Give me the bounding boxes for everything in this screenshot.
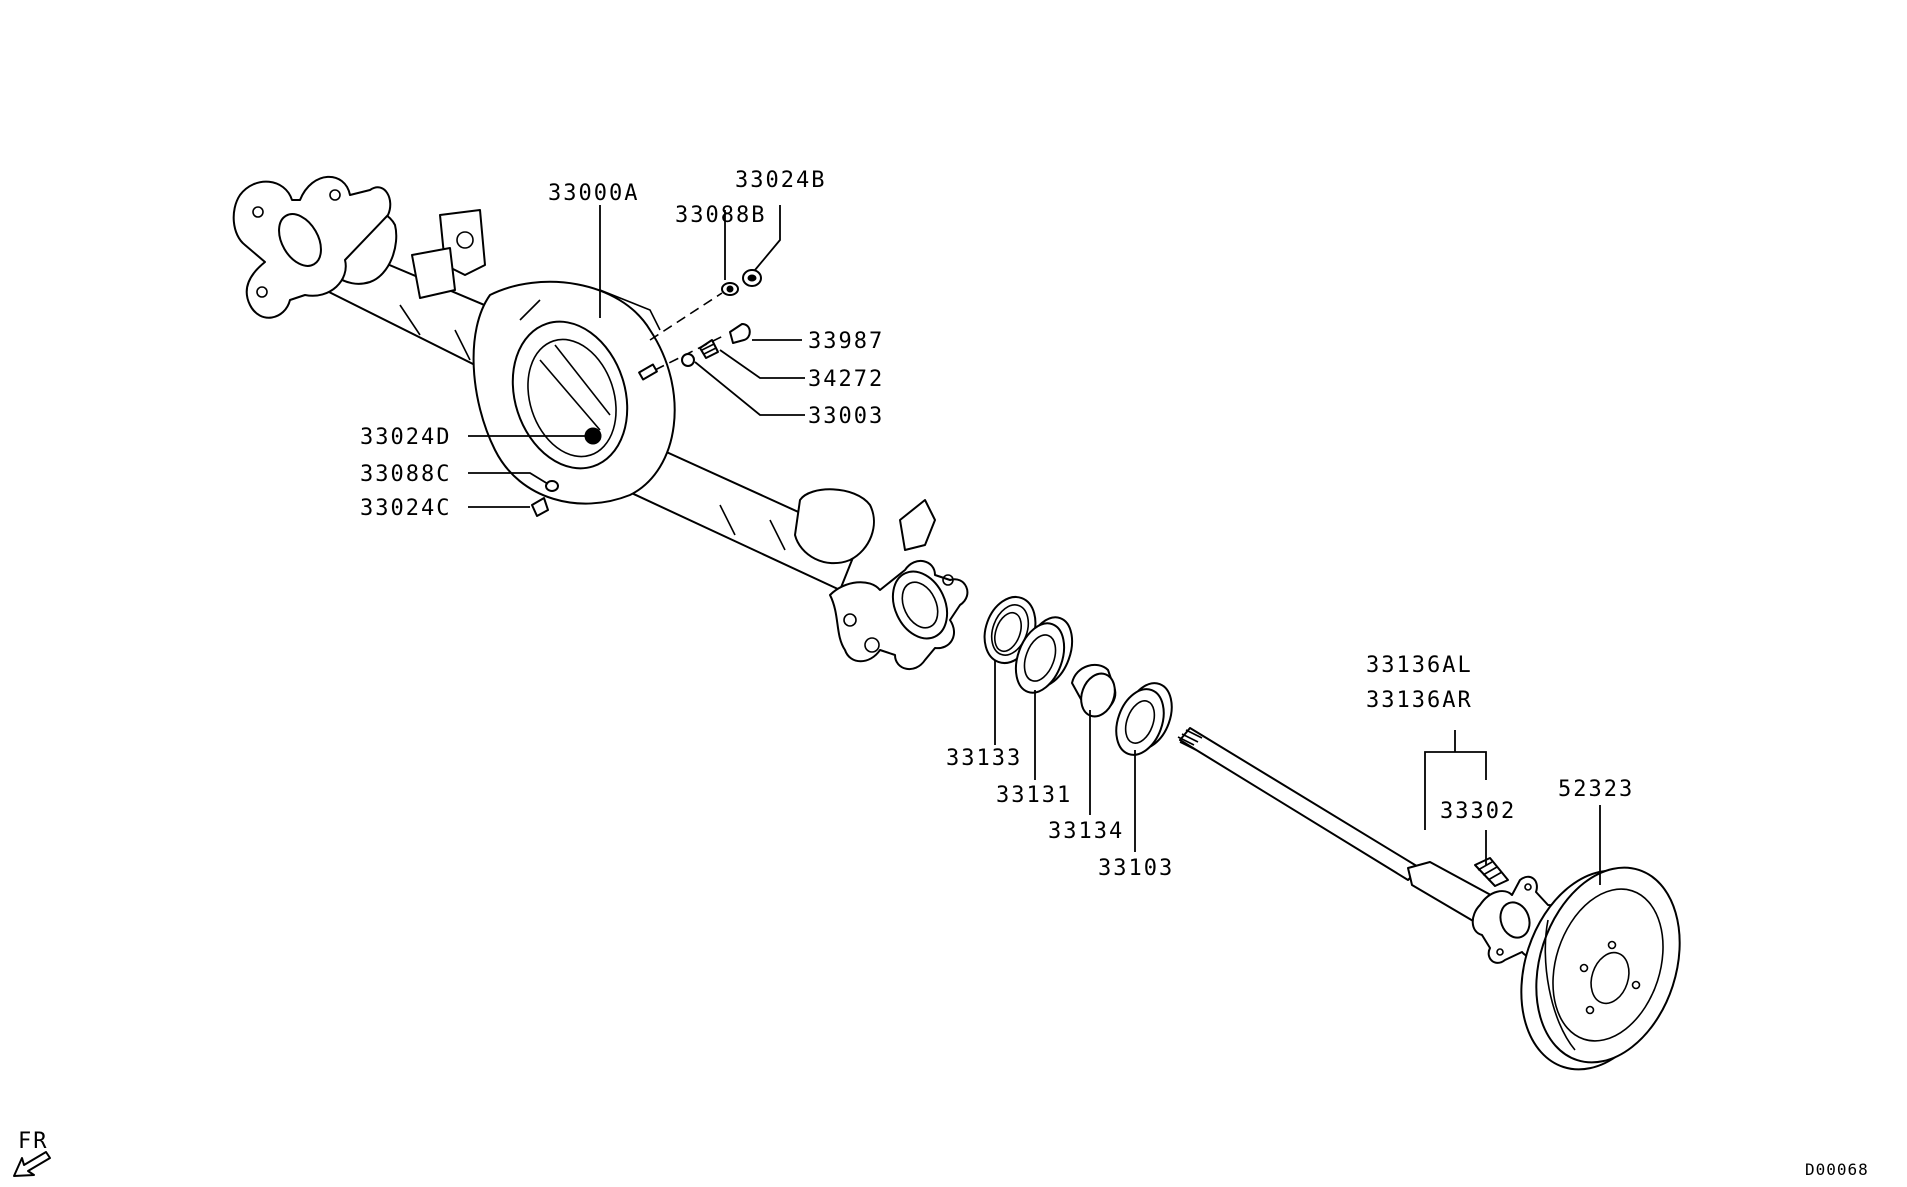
label-33133: 33133 [946, 746, 1022, 771]
front-arrow-icon [13, 1151, 51, 1177]
label-33088C: 33088C [360, 462, 451, 487]
label-33134: 33134 [1048, 819, 1124, 844]
drain-plug-parts [531, 427, 602, 517]
diagram-id: D00068 [1805, 1160, 1869, 1179]
label-33136AL: 33136AL [1366, 653, 1473, 678]
breather-parts [638, 269, 762, 381]
label-34272: 34272 [808, 367, 884, 392]
label-33131: 33131 [996, 783, 1072, 808]
label-33987: 33987 [808, 329, 884, 354]
brake-drum [1520, 866, 1681, 1071]
axle-housing [232, 175, 969, 670]
label-52323: 52323 [1558, 777, 1634, 802]
label-33088B: 33088B [675, 203, 766, 228]
front-direction-marker: FR [13, 1129, 51, 1177]
label-33302: 33302 [1440, 799, 1516, 824]
label-33024B: 33024B [735, 168, 826, 193]
label-33003: 33003 [808, 404, 884, 429]
axle-shaft [1177, 727, 1560, 964]
label-33000A: 33000A [548, 181, 639, 206]
oil-seal-33103 [1115, 682, 1173, 756]
label-33103: 33103 [1098, 856, 1174, 881]
bearing-33131 [1014, 616, 1074, 694]
label-33024C: 33024C [360, 496, 451, 521]
leader-lines [468, 205, 1601, 885]
fr-label: FR [18, 1129, 49, 1154]
retainer-ring-33134 [1071, 663, 1117, 718]
label-33024D: 33024D [360, 425, 451, 450]
label-33136AR: 33136AR [1366, 688, 1473, 713]
